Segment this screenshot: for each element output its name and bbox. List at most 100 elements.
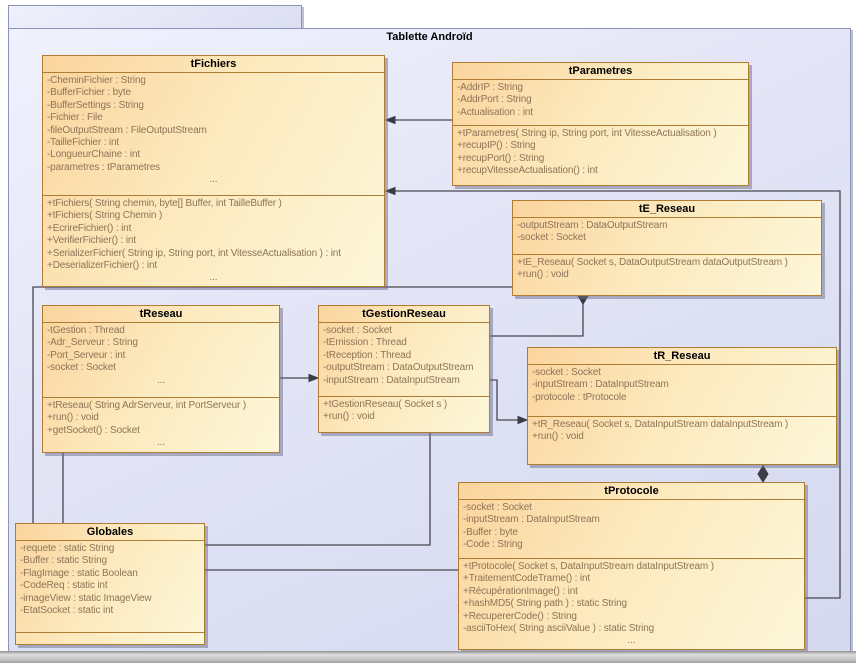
method: +recupVitesseActualisation() : int: [457, 165, 598, 177]
method: +recupPort() : String: [457, 152, 545, 164]
method: +tR_Reseau( Socket s, DataInputStream da…: [532, 419, 789, 430]
methods-compartment: +tReseau( String AdrServeur, int PortSer…: [43, 397, 279, 452]
method: -asciiToHex( String asciiValue ) : stati…: [463, 623, 655, 635]
attributes-compartment: -socket : Socket-inputStream : DataInput…: [528, 365, 836, 416]
attribute: -TailleFichier : int: [47, 137, 120, 149]
connector-end-diamond-tR_Reseau-tProtocole: [757, 465, 769, 483]
methods-ellipsis: ...: [627, 635, 636, 647]
attribute: -FlagImage : static Boolean: [20, 567, 138, 579]
class-tParametres[interactable]: tParametres-AddrIP : String-AddrPort : S…: [452, 62, 749, 186]
attributes-ellipsis: ...: [209, 174, 218, 186]
attribute: -AddrPort : String: [457, 94, 532, 106]
attribute: -socket : Socket: [323, 325, 392, 336]
attribute: -socket : Socket: [463, 502, 532, 513]
attributes-compartment: -AddrIP : String-AddrPort : String-Actua…: [453, 80, 748, 125]
attributes-compartment: -socket : Socket-inputStream : DataInput…: [459, 500, 804, 558]
method: +run() : void: [47, 412, 99, 424]
attribute: -parametres : tParametres: [47, 161, 160, 173]
method: +DeserializerFichier() : int: [47, 260, 157, 272]
attribute: -tGestion : Thread: [47, 325, 125, 336]
connector-end-arrow-tReseau-tGestionReseau: [308, 373, 320, 383]
class-tR_Reseau[interactable]: tR_Reseau-socket : Socket-inputStream : …: [527, 347, 837, 465]
class-name: tReseau: [43, 306, 279, 323]
attribute: -tReception : Thread: [323, 349, 411, 361]
attribute: -Buffer : static String: [20, 555, 107, 567]
method: +tReseau( String AdrServeur, int PortSer…: [47, 400, 247, 411]
connector-tGestionReseau-Globales[interactable]: [205, 425, 431, 546]
methods-compartment: +tR_Reseau( Socket s, DataInputStream da…: [528, 416, 836, 464]
attributes-compartment: -socket : Socket-tEmission : Thread-tRec…: [319, 323, 489, 396]
class-tProtocole[interactable]: tProtocole-socket : Socket-inputStream :…: [458, 482, 805, 650]
attributes-ellipsis: ...: [157, 374, 165, 386]
method: +RécupérationImage() : int: [463, 585, 578, 597]
method: +TraitementCodeTrame() : int: [463, 573, 591, 585]
attribute: -CodeReq : static int: [20, 580, 108, 592]
method: +run() : void: [517, 269, 569, 281]
attribute: -Adr_Serveur : String: [47, 337, 138, 349]
attribute: -Buffer : byte: [463, 526, 518, 538]
methods-ellipsis: ...: [209, 272, 218, 284]
attributes-compartment: -tGestion : Thread-Adr_Serveur : String-…: [43, 323, 279, 397]
connector-tGestionReseau-tE_Reseau[interactable]: [490, 303, 584, 337]
method: +tE_Reseau( Socket s, DataOutputStream d…: [517, 257, 788, 268]
methods-compartment: +tProtocole( Socket s, DataInputStream d…: [459, 558, 804, 649]
attributes-compartment: -CheminFichier : String-BufferFichier : …: [43, 73, 384, 195]
attribute: -socket : Socket: [47, 362, 116, 374]
method: +recupIP() : String: [457, 140, 536, 152]
method: +hashMD5( String path ) : static String: [463, 598, 627, 610]
attribute: -CheminFichier : String: [47, 75, 146, 86]
method: +EcrireFichier() : int: [47, 222, 132, 234]
connector-tProtocole-tFichiers[interactable]: [394, 190, 841, 599]
methods-compartment: +tGestionReseau( Socket s )+run() : void: [319, 396, 489, 432]
attribute: -Fichier : File: [47, 112, 103, 124]
connector-end-arrow-tProtocole-tFichiers: [384, 186, 396, 196]
attribute: -imageView : static ImageView: [20, 592, 152, 604]
method: +tFichiers( String Chemin ): [47, 210, 163, 222]
attribute: -inputStream : DataInputStream: [463, 514, 600, 526]
class-name: tGestionReseau: [319, 306, 489, 323]
attribute: -protocole : tProtocole: [532, 391, 627, 403]
class-Globales[interactable]: Globales -requete : static String-Buffer …: [15, 523, 205, 645]
method: +run() : void: [323, 411, 375, 423]
methods-ellipsis: ...: [157, 437, 165, 449]
attribute: -Code : String: [463, 539, 523, 551]
connector-tE_Reseau-Globales[interactable]: [32, 286, 512, 523]
class-name: tE_Reseau: [513, 201, 821, 218]
attributes-compartment: -outputStream : DataOutputStream-socket …: [513, 218, 821, 254]
method: +RecupererCode() : String: [463, 610, 577, 622]
method: +getSocket() : Socket: [47, 424, 140, 436]
attribute: -inputStream : DataInputStream: [323, 374, 460, 386]
class-tE_Reseau[interactable]: tE_Reseau-outputStream : DataOutputStrea…: [512, 200, 822, 296]
class-tReseau[interactable]: tReseau-tGestion : Thread-Adr_Serveur : …: [42, 305, 280, 453]
method: +tParametres( String ip, String port, in…: [457, 128, 717, 139]
methods-compartment: +tE_Reseau( Socket s, DataOutputStream d…: [513, 254, 821, 295]
method: +run() : void: [532, 431, 584, 443]
attribute: -Actualisation : int: [457, 106, 533, 118]
scrollbar-horizontal[interactable]: [0, 651, 856, 663]
class-name: tParametres: [453, 63, 748, 80]
class-name: Globales: [16, 524, 204, 541]
methods-compartment: +tParametres( String ip, String port, in…: [453, 125, 748, 185]
method: +tFichiers( String chemin, byte[] Buffer…: [47, 198, 282, 209]
attribute: -BufferFichier : byte: [47, 87, 131, 99]
attribute: -tEmission : Thread: [323, 337, 407, 349]
class-name: tProtocole: [459, 483, 804, 500]
class-tFichiers[interactable]: tFichiers-CheminFichier : String-BufferF…: [42, 55, 385, 287]
methods-compartment: [16, 632, 204, 644]
frame-title: Tablette Androïd: [386, 31, 473, 43]
attribute: -requete : static String: [20, 543, 115, 554]
method: +SerializerFichier( String ip, String po…: [47, 247, 341, 259]
attribute: -outputStream : DataOutputStream: [323, 362, 474, 374]
connector-tGestionReseau-tR_Reseau[interactable]: [490, 379, 518, 421]
attribute: -BufferSettings : String: [47, 99, 144, 111]
methods-compartment: +tFichiers( String chemin, byte[] Buffer…: [43, 195, 384, 286]
attribute: -Port_Serveur : int: [47, 349, 126, 361]
attribute: -outputStream : DataOutputStream: [517, 220, 668, 231]
method: +VerifierFichier() : int: [47, 235, 136, 247]
attribute: -socket : Socket: [532, 367, 601, 378]
connector-end-arrow-tGestionReseau-tR_Reseau: [517, 415, 529, 425]
attribute: -fileOutputStream : FileOutputStream: [47, 124, 207, 136]
class-tGestionReseau[interactable]: tGestionReseau-socket : Socket-tEmission…: [318, 305, 490, 433]
attribute: -inputStream : DataInputStream: [532, 379, 669, 391]
